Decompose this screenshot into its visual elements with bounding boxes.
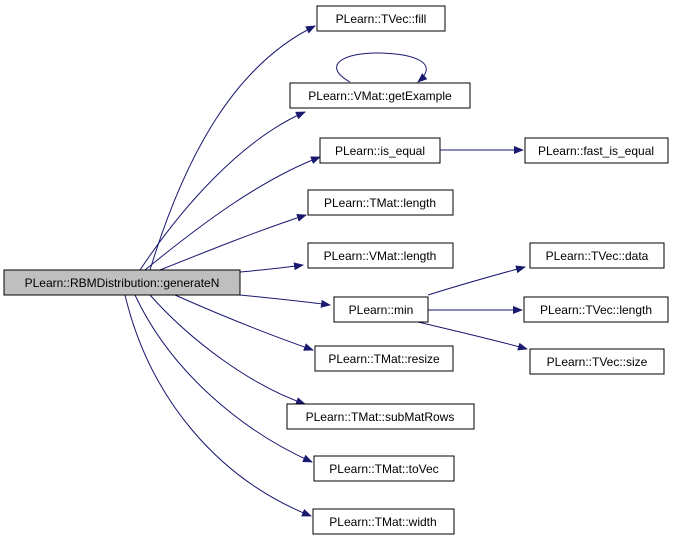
edge-root-to-tmat-submatrows <box>149 294 306 405</box>
node-label: PLearn::TMat::toVec <box>329 462 438 476</box>
edge-root-to-tmat-resize <box>174 294 314 351</box>
node-is-equal[interactable]: PLearn::is_equal <box>319 137 441 164</box>
edge-root-to-min <box>239 294 331 308</box>
node-label: PLearn::TVec::length <box>540 303 652 317</box>
node-vmat-length[interactable]: PLearn::VMat::length <box>307 242 454 269</box>
edge-min-to-tvec-data <box>427 265 526 296</box>
edge-root-to-tmat-width <box>124 294 312 517</box>
node-label: PLearn::min <box>349 303 414 317</box>
node-tvec-data[interactable]: PLearn::TVec::data <box>529 242 665 269</box>
node-tmat-submatrows[interactable]: PLearn::TMat::subMatRows <box>286 403 475 430</box>
edge-root-to-tmat-length <box>159 213 307 271</box>
node-label: PLearn::TMat::subMatRows <box>306 410 455 424</box>
node-root[interactable]: PLearn::RBMDistribution::generateN <box>3 269 241 296</box>
node-label: PLearn::VMat::getExample <box>308 89 452 103</box>
node-label: PLearn::TVec::size <box>547 355 648 369</box>
node-tmat-tovec[interactable]: PLearn::TMat::toVec <box>313 455 455 482</box>
node-min[interactable]: PLearn::min <box>333 296 429 323</box>
node-tmat-width[interactable]: PLearn::TMat::width <box>312 508 455 535</box>
node-label: PLearn::RBMDistribution::generateN <box>25 276 220 290</box>
node-fast-is-equal[interactable]: PLearn::fast_is_equal <box>524 137 669 164</box>
edge-min-to-tvec-size <box>417 321 528 351</box>
node-label: PLearn::fast_is_equal <box>538 144 654 158</box>
node-tvec-length[interactable]: PLearn::TVec::length <box>523 296 669 323</box>
edge-root-to-is-equal <box>144 156 321 271</box>
node-label: PLearn::VMat::length <box>324 249 437 263</box>
edge-root-to-vmat-length <box>239 262 304 273</box>
node-label: PLearn::TVec::data <box>546 249 649 263</box>
node-tmat-resize[interactable]: PLearn::TMat::resize <box>314 345 454 372</box>
node-label: PLearn::TVec::fill <box>336 12 427 26</box>
edge-vmat-getexample-self-loop <box>336 52 428 83</box>
edge-root-to-tvec-fill <box>149 25 316 271</box>
node-tvec-size[interactable]: PLearn::TVec::size <box>529 348 665 375</box>
node-tvec-fill[interactable]: PLearn::TVec::fill <box>316 5 446 32</box>
edge-root-to-tmat-tovec <box>134 294 313 463</box>
node-label: PLearn::TMat::resize <box>328 352 440 366</box>
edge-root-to-vmat-getexample <box>139 111 306 271</box>
node-tmat-length[interactable]: PLearn::TMat::length <box>307 189 454 216</box>
node-label: PLearn::TMat::width <box>329 515 436 529</box>
node-label: PLearn::is_equal <box>335 144 425 158</box>
node-label: PLearn::TMat::length <box>324 196 436 210</box>
node-vmat-getexample[interactable]: PLearn::VMat::getExample <box>289 82 471 109</box>
